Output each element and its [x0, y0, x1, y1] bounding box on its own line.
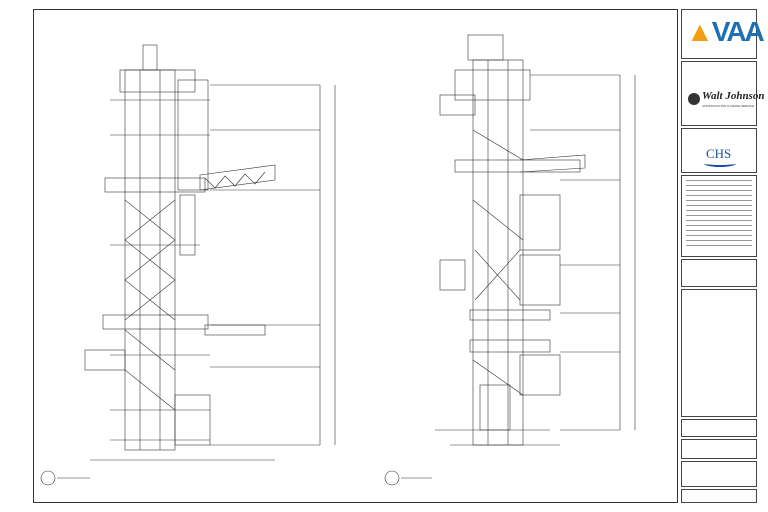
walt-johnson-subtitle: CONSTRUCTION & CRANE SERVICE — [702, 104, 755, 108]
elevation-drawings — [40, 34, 636, 486]
right-elevation — [384, 34, 636, 486]
chs-swoosh-icon — [704, 160, 736, 167]
sheet-number-box — [681, 489, 757, 503]
client-logo-box: CHS — [681, 128, 757, 173]
left-elevation — [40, 44, 336, 486]
walt-johnson-logo: Walt Johnson — [702, 90, 765, 102]
drawn-by-box — [681, 439, 757, 459]
title-block: ▲VAA Walt Johnson CONSTRUCTION & CRANE S… — [681, 9, 765, 503]
walt-johnson-mark-icon — [688, 93, 700, 105]
notes-box — [681, 289, 757, 417]
seal-box — [681, 259, 757, 287]
architect-logo-box: ▲VAA — [681, 9, 765, 59]
project-info-box — [681, 419, 757, 437]
sheet-title-box — [681, 461, 757, 487]
contractor-logo-box: Walt Johnson CONSTRUCTION & CRANE SERVIC… — [681, 61, 764, 126]
chs-logo: CHS — [706, 146, 732, 161]
vaa-logo: ▲VAA — [686, 16, 765, 47]
revision-table — [681, 175, 757, 257]
drawing-sheet-border — [33, 9, 678, 503]
